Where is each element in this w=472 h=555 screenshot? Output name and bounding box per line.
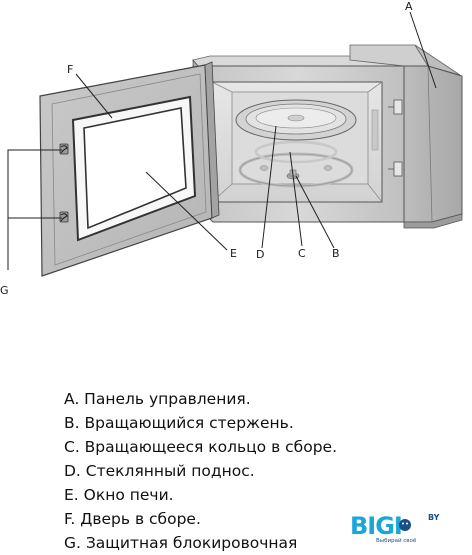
logo-eye-icon (406, 522, 408, 525)
callout-b: B (332, 247, 340, 260)
upper-latch-icon (59, 143, 69, 155)
logo-text: BIGI (350, 512, 402, 540)
glass-tray (235, 99, 357, 141)
callout-e: E (230, 247, 237, 260)
legend-item-a: A. Панель управления. (64, 390, 251, 408)
legend-item-b: B. Вращающийся стержень. (64, 414, 294, 432)
roller-ring (238, 140, 354, 188)
logo-suffix: BY (428, 513, 440, 522)
lower-latch-icon (59, 211, 69, 223)
callout-f: F (67, 63, 73, 76)
oven-window (71, 95, 197, 242)
legend-item-c: C. Вращающееся кольцо в сборе. (64, 438, 338, 456)
logo-eye-icon (402, 522, 404, 525)
door-latches (59, 143, 69, 223)
leader-e (145, 171, 228, 251)
interlock-slots (388, 99, 403, 177)
logo-face-icon (399, 519, 411, 531)
leader-lines (7, 11, 437, 270)
legend-item-e: E. Окно печи. (64, 486, 174, 504)
leader-b (295, 175, 335, 249)
leader-f (75, 73, 113, 119)
leader-g (7, 149, 62, 270)
legend-item-g: G. Защитная блокировочная (64, 534, 298, 552)
callout-g: G (0, 284, 9, 297)
callout-c: C (298, 247, 306, 260)
legend-item-f: F. Дверь в сборе. (64, 510, 201, 528)
callout-d: D (256, 248, 264, 261)
leader-d (261, 125, 277, 249)
parts-legend: A. Панель управления. B. Вращающийся сте… (64, 387, 337, 555)
bigi-logo: BIGI BY Выбирай своё (350, 512, 440, 544)
logo-tagline: Выбирай своё (376, 537, 417, 544)
leader-a (409, 11, 437, 89)
callout-a: A (405, 0, 413, 13)
legend-item-d: D. Стеклянный поднос. (64, 462, 255, 480)
control-panel (403, 65, 463, 229)
leader-c (289, 151, 303, 247)
